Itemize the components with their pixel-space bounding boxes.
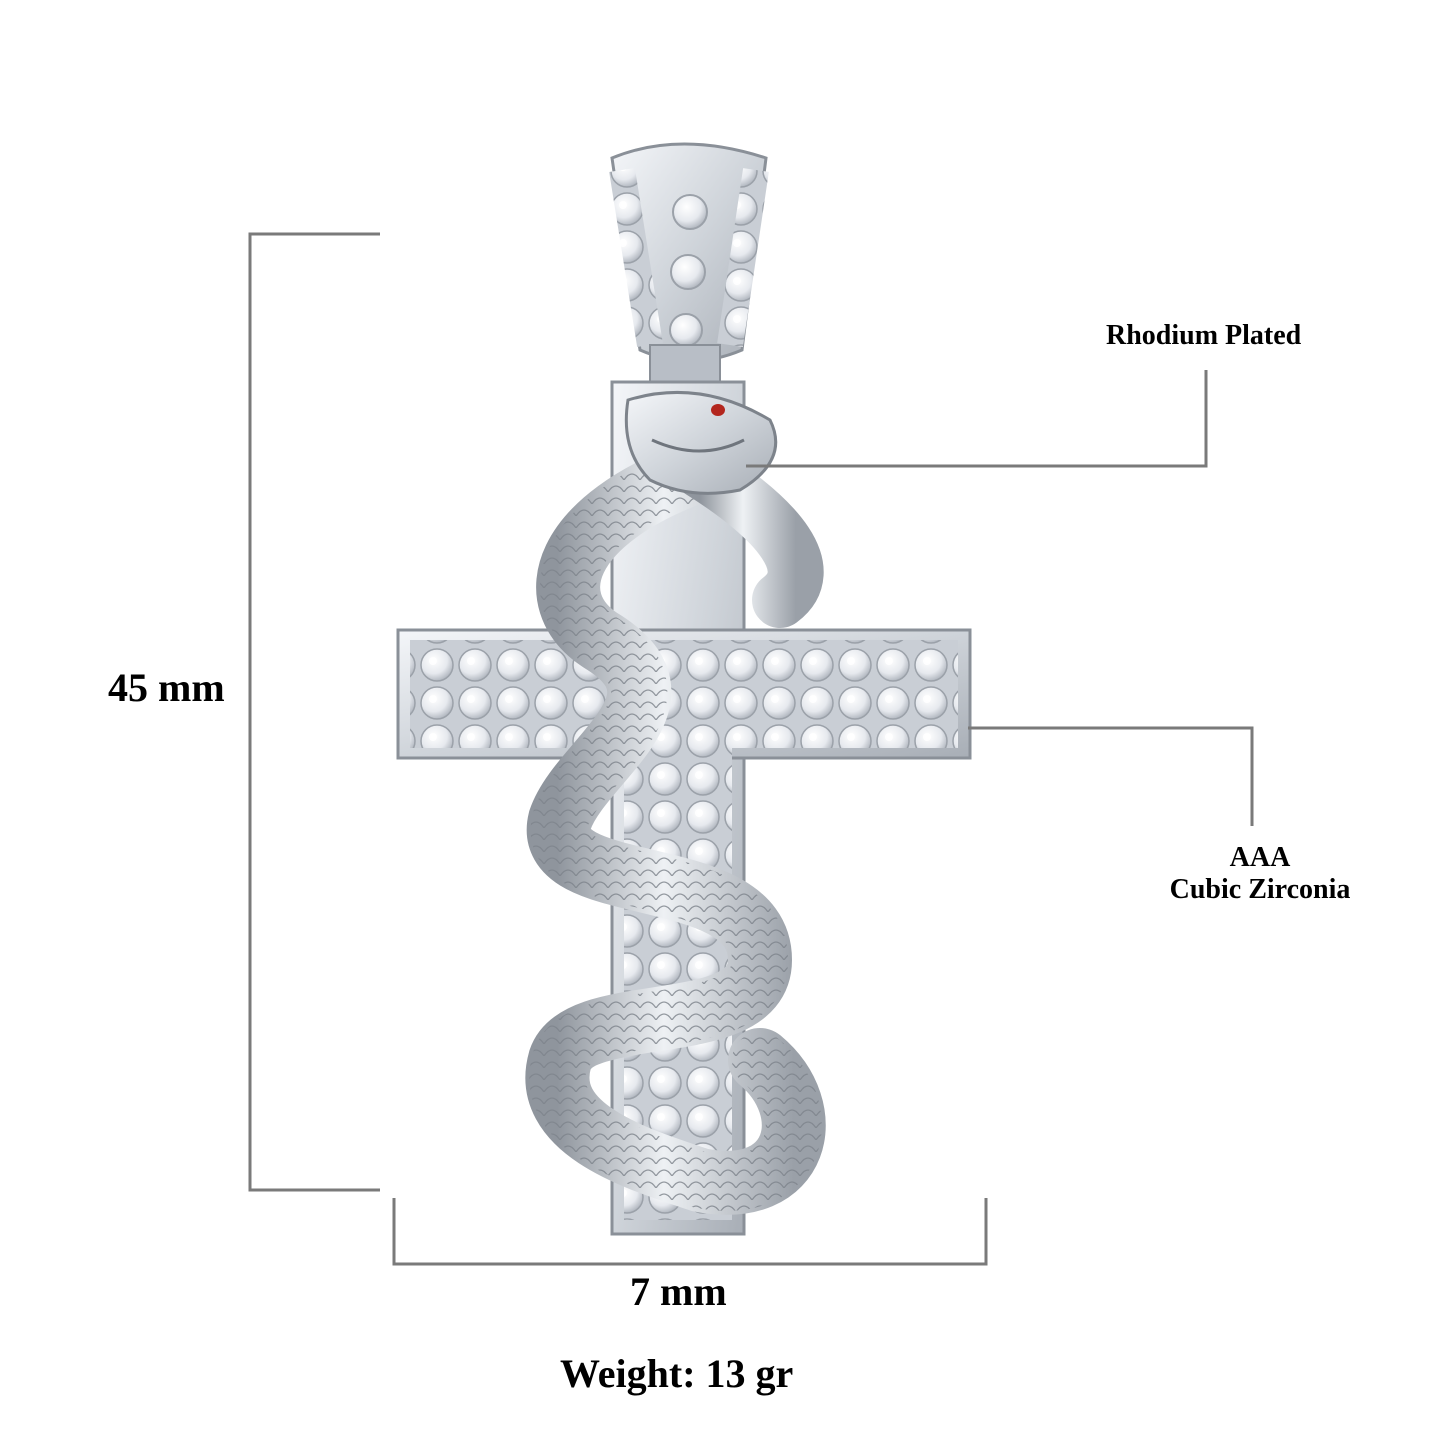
height-bracket xyxy=(248,232,380,1192)
snake-eye xyxy=(711,404,725,416)
rhodium-leader xyxy=(746,370,1208,468)
plating-callout: Rhodium Plated xyxy=(1106,320,1302,351)
stone-type-label: Cubic Zirconia xyxy=(1169,874,1351,905)
weight-label: Weight: 13 gr xyxy=(560,1351,794,1396)
pendant-bail xyxy=(609,142,769,386)
stone-grade-label: AAA xyxy=(1229,842,1291,873)
stone-leader xyxy=(968,726,1254,826)
snake-figure xyxy=(525,391,826,1215)
stone-callout: AAA Cubic Zirconia xyxy=(1150,842,1370,906)
width-bracket xyxy=(392,1198,988,1266)
width-dimension-label: 7 mm xyxy=(630,1269,727,1314)
height-dimension-label: 45 mm xyxy=(108,665,225,710)
